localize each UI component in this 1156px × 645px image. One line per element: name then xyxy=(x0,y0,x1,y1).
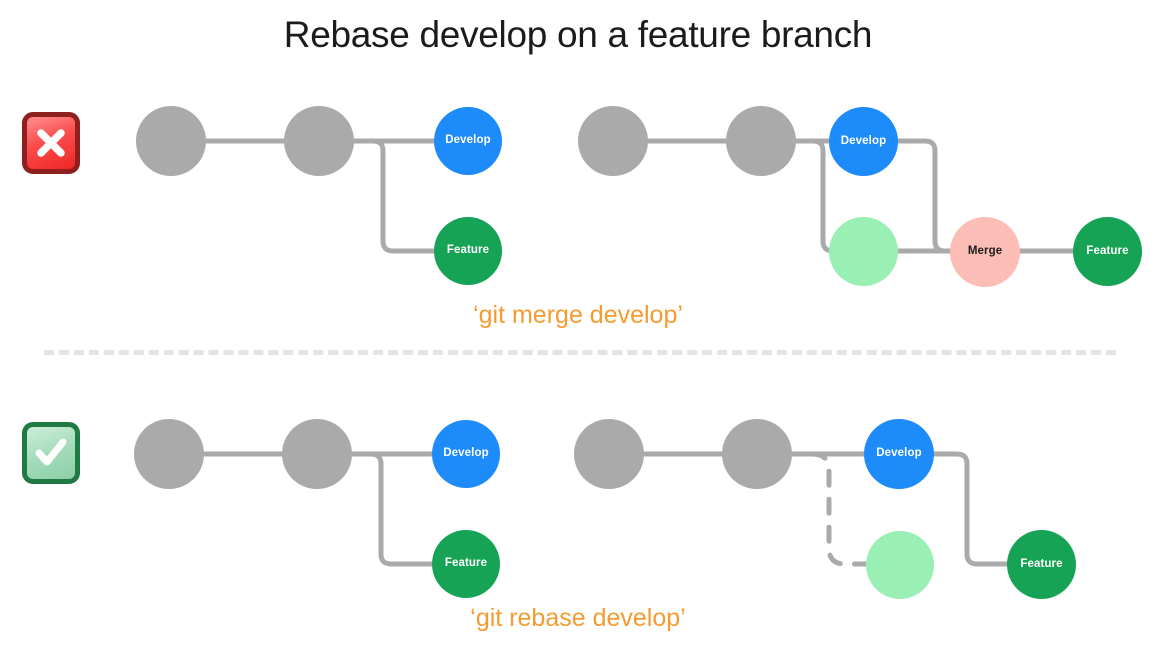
node-feature-old[interactable] xyxy=(829,217,898,286)
node-commit-2[interactable] xyxy=(726,106,796,176)
ghost-branch-edge xyxy=(809,451,877,567)
node-feature-old[interactable] xyxy=(866,531,934,599)
node-label-feature: Feature xyxy=(1020,557,1063,570)
node-commit-1[interactable] xyxy=(136,106,206,176)
node-feature[interactable]: Feature xyxy=(434,217,502,285)
node-feature[interactable]: Feature xyxy=(1073,217,1142,286)
node-label-feature: Feature xyxy=(444,557,488,570)
check-mark-icon xyxy=(22,422,80,484)
node-develop[interactable]: Develop xyxy=(434,107,502,175)
node-feature[interactable]: Feature xyxy=(1007,530,1076,599)
node-label-feature: Feature xyxy=(1086,244,1129,257)
cross-mark-icon xyxy=(22,112,80,174)
node-develop[interactable]: Develop xyxy=(432,420,500,488)
node-label-feature: Feature xyxy=(446,244,490,257)
page-title: Rebase develop on a feature branch xyxy=(283,14,873,55)
node-feature[interactable]: Feature xyxy=(432,530,500,598)
node-label-develop: Develop xyxy=(876,447,922,460)
caption-git-rebase: ‘git rebase develop’ xyxy=(470,604,686,632)
section-divider xyxy=(44,350,1116,355)
node-label-develop: Develop xyxy=(443,447,489,460)
node-merge[interactable]: Merge xyxy=(950,217,1020,287)
node-commit-1[interactable] xyxy=(134,419,204,489)
node-develop[interactable]: Develop xyxy=(864,419,934,489)
node-commit-2[interactable] xyxy=(722,419,792,489)
caption-git-merge: ‘git merge develop’ xyxy=(473,301,683,329)
node-commit-2[interactable] xyxy=(284,106,354,176)
node-label-merge: Merge xyxy=(967,245,1003,258)
node-develop[interactable]: Develop xyxy=(829,107,898,176)
node-label-develop: Develop xyxy=(840,134,887,147)
node-commit-1[interactable] xyxy=(574,419,644,489)
node-commit-1[interactable] xyxy=(578,106,648,176)
node-label-develop: Develop xyxy=(445,134,491,147)
node-commit-2[interactable] xyxy=(282,419,352,489)
